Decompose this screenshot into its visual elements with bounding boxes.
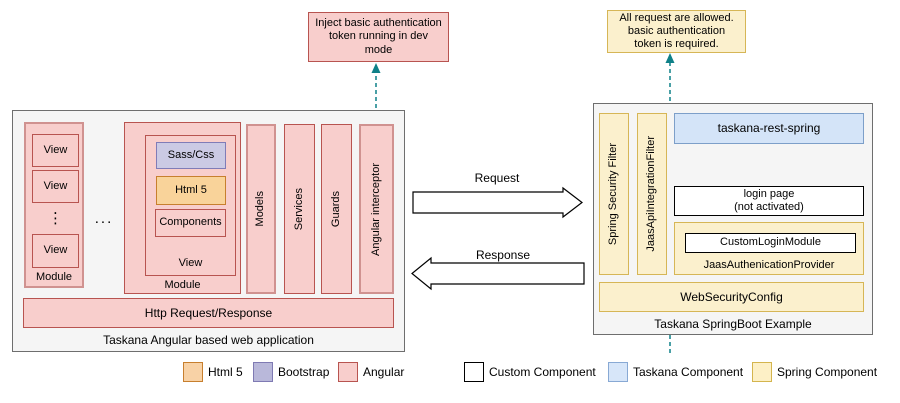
pillar-models-label: Models (254, 191, 267, 227)
view-label: View (178, 257, 203, 269)
dev-token-note: Inject basic authentication token runnin… (308, 12, 449, 62)
legend-taskana-component-label: Taskana Component (633, 365, 744, 379)
angular-app-container: View View ⋮ View Module ... Sass/Css Htm… (12, 110, 405, 352)
request-arrow (412, 186, 583, 219)
legend-custom-component-label: Custom Component (489, 365, 596, 379)
custom-component-swatch (464, 362, 484, 382)
module-label: Module (164, 279, 201, 291)
view-detail: Sass/Css Html 5 Components View (145, 135, 236, 276)
jaas-authentication-provider: CustomLoginModule JaasAuthenicationProvi… (674, 222, 864, 275)
web-security-config-box: WebSecurityConfig (599, 282, 864, 312)
angular-swatch (338, 362, 358, 382)
pillar-services: Services (284, 124, 315, 294)
sass-css-box: Sass/Css (156, 142, 226, 169)
springboot-title: Taskana SpringBoot Example (654, 317, 812, 331)
springboot-container: Spring Security Filter JaasApiIntegratio… (593, 103, 873, 335)
dev-token-arrowhead (371, 63, 381, 73)
html5-box: Html 5 (156, 176, 226, 205)
view-box: View (32, 170, 79, 203)
legend-custom-component: Custom Component (464, 360, 596, 384)
legend-angular-label: Angular (363, 365, 405, 379)
view-box: View (32, 234, 79, 268)
request-label: Request (474, 171, 520, 185)
legend-html5-label: Html 5 (208, 365, 243, 379)
http-request-response-bar: Http Request/Response (23, 298, 394, 328)
pillar-angular-interceptor: Angular interceptor (359, 124, 394, 294)
vertical-ellipsis: ⋮ (48, 210, 63, 227)
jaas-api-integration-filter-label: JaasApiIntegrationFilter (645, 136, 658, 252)
pillar-guards-label: Guards (329, 190, 342, 228)
pillar-services-label: Services (292, 187, 305, 231)
pillar-models: Models (246, 124, 276, 294)
taskana-component-swatch (608, 362, 628, 382)
components-box: Components (155, 209, 226, 237)
response-arrow (411, 256, 585, 291)
response-label: Response (475, 248, 531, 262)
module-list: View View ⋮ View Module (24, 122, 84, 288)
legend-spring-component-label: Spring Component (777, 365, 878, 379)
module-detail: Sass/Css Html 5 Components View Module (124, 122, 241, 294)
custom-login-module-box: CustomLoginModule (685, 233, 856, 253)
module-label: Module (35, 271, 73, 283)
auth-required-note: All request are allowed. basic authentic… (607, 10, 746, 53)
jaas-api-integration-filter: JaasApiIntegrationFilter (637, 113, 667, 275)
jaas-authentication-provider-label: JaasAuthenicationProvider (703, 259, 835, 271)
auth-note-arrowhead (665, 53, 675, 63)
legend-bootstrap-label: Bootstrap (278, 365, 330, 379)
spring-component-swatch (752, 362, 772, 382)
bootstrap-swatch (253, 362, 273, 382)
legend-bootstrap: Bootstrap (253, 360, 329, 384)
legend-taskana-component: Taskana Component (608, 360, 743, 384)
taskana-rest-spring-box: taskana-rest-spring (674, 113, 864, 144)
login-page-box: login page (not activated) (674, 186, 864, 216)
pillar-guards: Guards (321, 124, 352, 294)
legend-html5: Html 5 (183, 360, 243, 384)
spring-security-filter: Spring Security Filter (599, 113, 629, 275)
spring-security-filter-label: Spring Security Filter (607, 142, 620, 246)
html5-swatch (183, 362, 203, 382)
angular-app-title: Taskana Angular based web application (103, 333, 314, 347)
view-box: View (32, 134, 79, 167)
legend-angular: Angular (338, 360, 404, 384)
modules-ellipsis: ... (94, 210, 114, 227)
legend-spring-component: Spring Component (752, 360, 877, 384)
pillar-angular-interceptor-label: Angular interceptor (369, 162, 382, 256)
